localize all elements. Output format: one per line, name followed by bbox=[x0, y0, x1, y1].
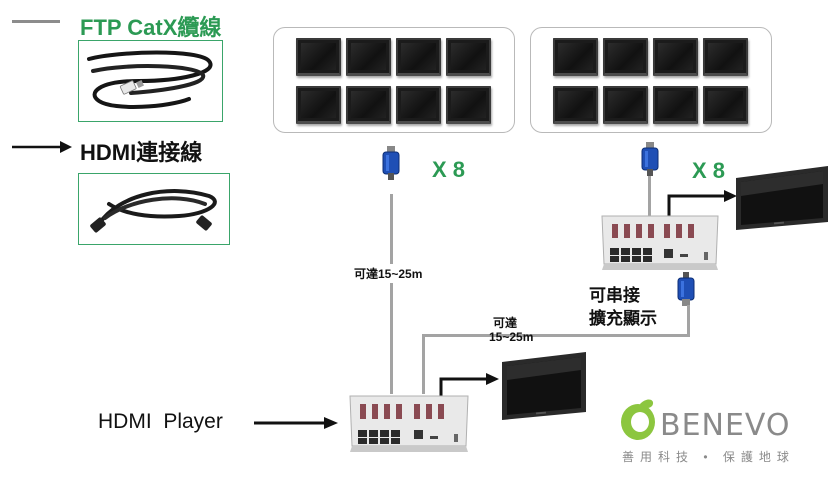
legend-hdmi-label: HDMI連接線 bbox=[80, 140, 203, 165]
hdmi-plug-icon bbox=[677, 272, 695, 306]
hdmi-arrow-to-big-monitor-right bbox=[667, 190, 737, 216]
brand-leaf-icon bbox=[621, 399, 655, 440]
display-monitor-right bbox=[736, 166, 828, 230]
ftp-cable-to-cascade-rise bbox=[687, 305, 690, 337]
ftp-cable-right-top bbox=[648, 176, 651, 216]
monitor-group-left bbox=[273, 27, 515, 133]
ftp-cable-to-cascade-horizontal bbox=[422, 334, 690, 337]
monitor-grid-left bbox=[296, 38, 491, 124]
brand-name: BENEVO bbox=[660, 408, 791, 443]
cascade-label-1: 可串接 bbox=[589, 286, 640, 305]
monitor-icon bbox=[296, 86, 341, 124]
display-monitor-bottom bbox=[502, 352, 586, 420]
hdmi-extender-cascade-device bbox=[601, 215, 719, 270]
monitor-group-right bbox=[530, 27, 772, 133]
hdmi-plug-icon bbox=[382, 146, 400, 180]
ftp-cable-vertical bbox=[390, 194, 393, 394]
monitor-icon bbox=[653, 86, 698, 124]
hdmi-arrow-from-player bbox=[254, 417, 338, 429]
monitor-icon bbox=[396, 86, 441, 124]
monitor-icon bbox=[446, 38, 491, 76]
legend-ftp-label: FTP CatX纜線 bbox=[80, 15, 222, 40]
hdmi-plug-icon bbox=[641, 142, 659, 176]
monitor-icon bbox=[296, 38, 341, 76]
monitor-icon bbox=[396, 38, 441, 76]
monitor-icon bbox=[653, 38, 698, 76]
brand-slogan: 善用科技 • 保護地球 bbox=[622, 450, 795, 464]
legend-ftp-line bbox=[12, 20, 60, 23]
distance-label-horizontal-2: 15~25m bbox=[489, 330, 534, 344]
ftp-cable-to-cascade-vertical bbox=[422, 336, 425, 394]
monitor-icon bbox=[603, 38, 648, 76]
monitor-icon bbox=[553, 86, 598, 124]
monitor-icon bbox=[346, 86, 391, 124]
ftp-cable-image bbox=[78, 40, 223, 122]
monitor-grid-right bbox=[553, 38, 748, 124]
distance-label-vertical: 可達15~25m bbox=[354, 264, 423, 283]
distance-label-horizontal-1: 可達 bbox=[493, 316, 518, 330]
cascade-label-2: 擴充顯示 bbox=[589, 309, 657, 328]
monitor-icon bbox=[553, 38, 598, 76]
monitor-icon bbox=[446, 86, 491, 124]
legend-hdmi-arrow bbox=[12, 140, 72, 154]
monitor-icon bbox=[603, 86, 648, 124]
source-label: HDMI Player bbox=[98, 410, 223, 433]
monitor-icon bbox=[703, 86, 748, 124]
hdmi-extender-main-device bbox=[349, 395, 469, 452]
repeat-count-left: X 8 bbox=[432, 157, 466, 182]
hdmi-cable-image bbox=[78, 173, 230, 245]
monitor-icon bbox=[703, 38, 748, 76]
hdmi-arrow-to-big-monitor-bottom bbox=[439, 373, 499, 401]
monitor-icon bbox=[346, 38, 391, 76]
repeat-count-right: X 8 bbox=[692, 158, 726, 183]
